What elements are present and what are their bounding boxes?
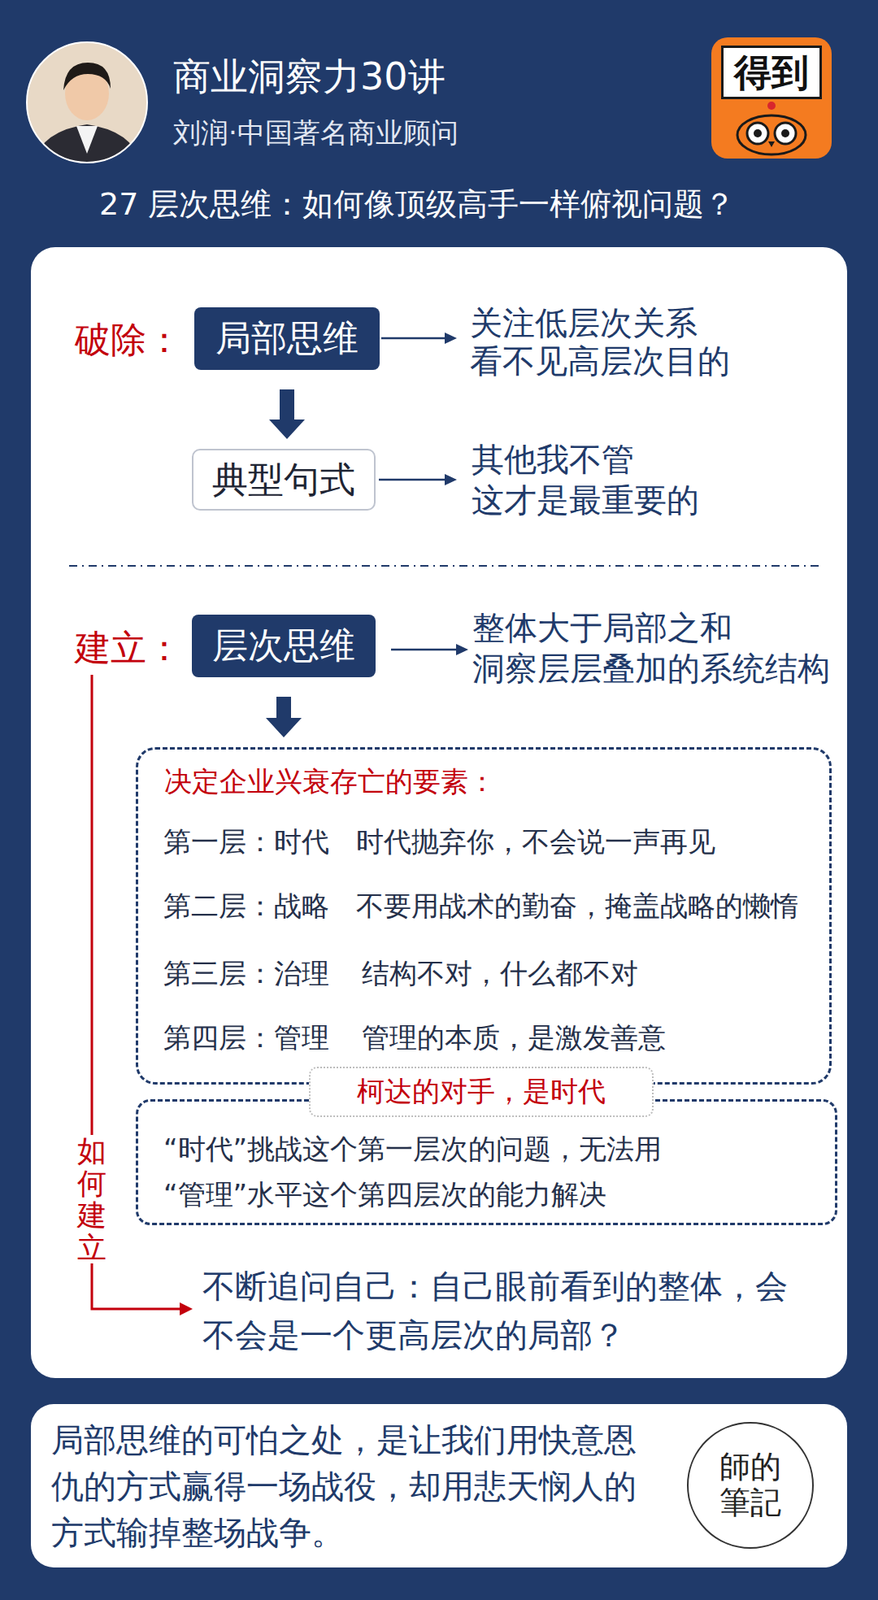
quote-box: 局部思维的可怕之处，是让我们用快意恩仇的方式赢得一场战役，却用悲天悯人的方式输掉… — [30, 1403, 848, 1568]
body-text: 管理的本质，是激发善意 — [361, 1019, 666, 1056]
concept-box: 局部思维 — [194, 307, 380, 370]
box-text: 层次思维 — [212, 621, 356, 670]
flow-arrow — [269, 389, 305, 439]
arrow-head — [444, 473, 457, 486]
seal-stamp: 師的 筆記 — [686, 1421, 814, 1549]
body-text: 第四层：管理 — [163, 1019, 330, 1056]
arrow-head — [179, 1302, 193, 1316]
question-text: 不断追问自己：自己眼前看到的整体，会不会是一个更高层次的局部？ — [202, 1261, 805, 1360]
body-text: 第一层：时代 — [163, 823, 330, 860]
note-text: 关注低层次关系 看不见高层次目的 — [469, 304, 714, 381]
concept-box: 层次思维 — [191, 614, 376, 678]
box-text: 師的 筆記 — [714, 1449, 786, 1521]
section-label: 破除： — [74, 317, 183, 363]
body-text: 第二层：战略 — [163, 887, 330, 924]
section-label: 建立： — [74, 625, 183, 671]
body-text: 局部思维的可怕之处，是让我们用快意恩仇的方式赢得一场战役，却用悲天悯人的方式输掉… — [51, 1416, 661, 1557]
explanation-panel: “时代”挑战这个第一层次的问题，无法用 “管理”水平这个第四层次的能力解决 — [135, 1099, 838, 1226]
lesson-heading: 27 层次思维：如何像顶级高手一样俯视问题？ — [99, 183, 735, 225]
box-text: 典型句式 — [212, 456, 356, 505]
flow-arrow — [265, 696, 302, 738]
subtitle: 刘润·中国著名商业顾问 — [173, 114, 459, 151]
body-text: 得到 — [721, 45, 822, 100]
note-text: 整体大于局部之和 洞察层层叠加的系统结构 — [472, 607, 840, 689]
separator-line — [69, 565, 822, 567]
body-text: 不要用战术的勤奋，掩盖战略的懒惰 — [356, 887, 799, 924]
body-text: 第三层：治理 — [163, 955, 330, 992]
box-text: 局部思维 — [215, 314, 359, 363]
pattern-box: 典型句式 — [191, 448, 376, 511]
callout-box: 柯达的对手，是时代 — [308, 1066, 654, 1118]
arrow-head — [444, 332, 457, 344]
arrow-head — [456, 643, 469, 656]
vertical-label: 如何建立 — [77, 1134, 107, 1264]
logo-badge: 得到 — [711, 37, 832, 159]
leader-arrow — [391, 648, 457, 652]
portrait-photo — [24, 39, 150, 166]
body-text: 时代抛弃你，不会说一声再见 — [356, 823, 716, 860]
leader-arrow — [381, 337, 446, 340]
factor-panel: 决定企业兴衰存亡的要素： 第一层：时代时代抛弃你，不会说一声再见第二层：战略不要用… — [135, 747, 832, 1085]
body-text: “时代”挑战这个第一层次的问题，无法用 “管理”水平这个第四层次的能力解决 — [163, 1125, 725, 1218]
box-text: 柯达的对手，是时代 — [356, 1073, 606, 1111]
header-title: 商业洞察力30讲 — [173, 52, 446, 101]
note-text: 其他我不管 这才是最重要的 — [471, 439, 716, 521]
body-text: 结构不对，什么都不对 — [361, 955, 639, 992]
leader-arrow — [378, 478, 446, 482]
panel-heading: 决定企业兴衰存亡的要素： — [164, 763, 496, 800]
